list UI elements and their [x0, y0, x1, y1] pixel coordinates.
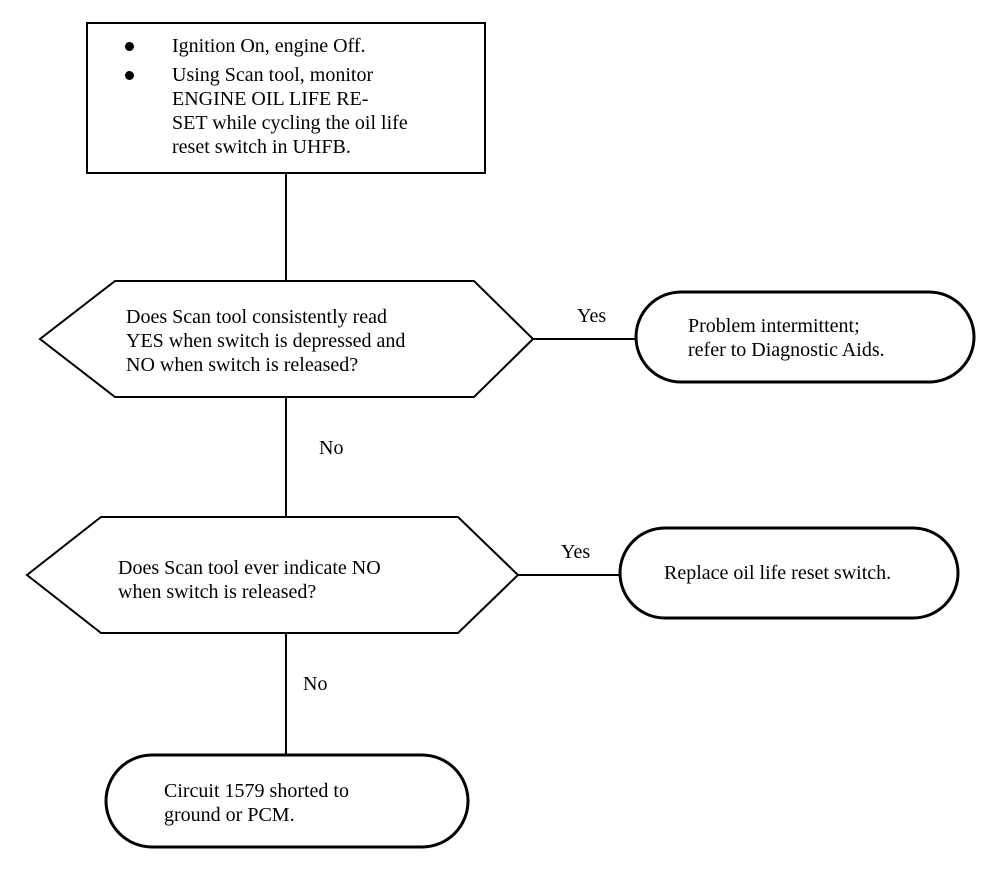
bullet-dot-2: [125, 71, 134, 80]
outcome3-terminal: [104, 753, 470, 849]
decision2-line-2: when switch is released?: [118, 581, 317, 603]
outcome2-line-1: Replace oil life reset switch.: [664, 562, 892, 584]
decision1-yes-label: Yes: [577, 305, 607, 327]
decision2-line-1: Does Scan tool ever indicate NO: [118, 557, 381, 579]
outcome1-line-2: refer to Diagnostic Aids.: [688, 339, 885, 361]
outcome2-terminal: [618, 526, 960, 620]
bullet-dot-1: [125, 42, 134, 51]
start-bullet-2-line-4: reset switch in UHFB.: [172, 136, 351, 158]
decision1-line-2: YES when switch is depressed and: [126, 330, 406, 352]
decision1-no-label: No: [319, 437, 344, 459]
decision1-hexagon: [38, 280, 535, 398]
outcome3-line-1: Circuit 1579 shorted to: [164, 780, 349, 802]
outcome1-line-1: Problem intermittent;: [688, 315, 860, 337]
start-bullet-2-line-2: ENGINE OIL LIFE RE-: [172, 88, 369, 110]
outcome3-line-2: ground or PCM.: [164, 804, 295, 826]
decision2-no-label: No: [303, 673, 328, 695]
decision2-yes-label: Yes: [561, 541, 591, 563]
outcome1-terminal: [634, 290, 976, 384]
decision1-line-3: NO when switch is released?: [126, 354, 359, 376]
start-bullet-2: Using Scan tool, monitor: [172, 64, 374, 86]
decision2-hexagon: [25, 516, 520, 634]
start-bullet-2-line-3: SET while cycling the oil life: [172, 112, 408, 134]
decision1-line-1: Does Scan tool consistently read: [126, 306, 388, 328]
start-bullet-1: Ignition On, engine Off.: [172, 35, 366, 57]
